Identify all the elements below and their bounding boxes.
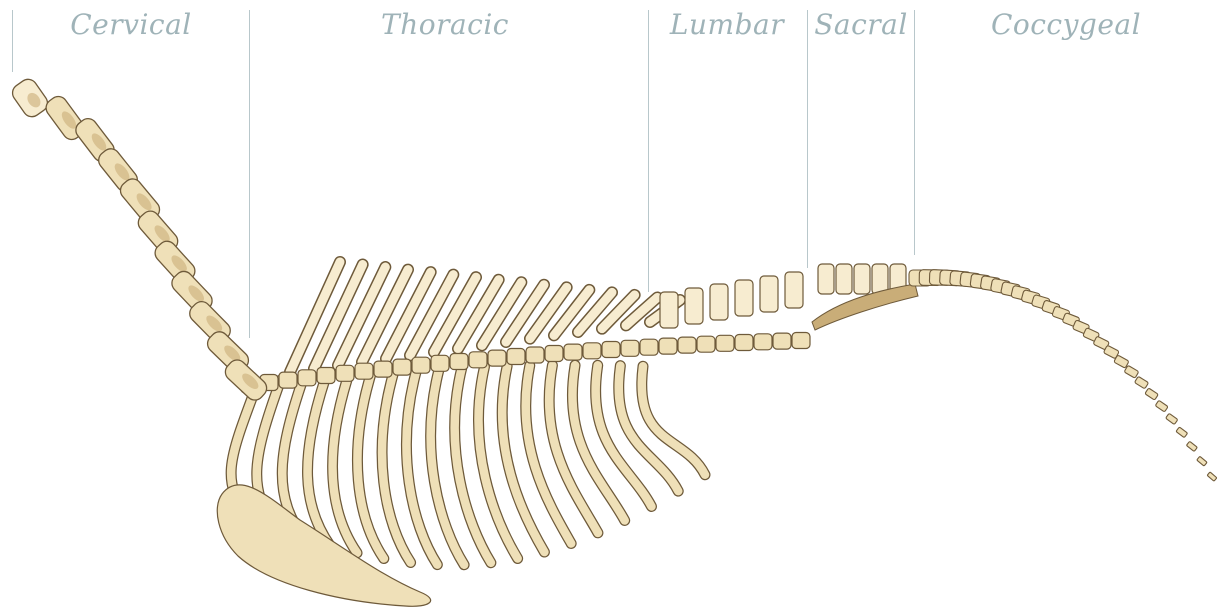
vertebra: [583, 343, 601, 359]
vertebra: [564, 344, 582, 360]
vertebra: [678, 337, 696, 353]
vertebra: [431, 355, 449, 371]
vertebra: [393, 359, 411, 375]
vertebra: [659, 338, 677, 354]
tail-bone: [1145, 388, 1159, 400]
vertebra: [735, 335, 753, 351]
tail-bone: [1134, 376, 1148, 389]
tail-bone: [1155, 400, 1168, 412]
vertebra: [716, 335, 734, 351]
lumbar-process: [785, 272, 803, 308]
sacral-vertebra: [872, 264, 888, 294]
coccygeal-vertebra: [1114, 355, 1129, 368]
vertebra: [545, 346, 563, 362]
coccygeal-vertebra: [1197, 456, 1207, 466]
coccygeal-vertebra: [1155, 400, 1168, 412]
dorsal-spine: [386, 272, 431, 359]
lumbar-process: [760, 276, 778, 312]
coccygeal-vertebra: [1166, 413, 1178, 424]
coccygeal-vertebra: [1145, 388, 1159, 400]
tail-bone: [1176, 427, 1188, 438]
tail-bone: [1114, 355, 1129, 368]
sacral-vertebra: [854, 264, 870, 294]
sacral-vertebra: [818, 264, 834, 294]
vertebra: [412, 357, 430, 373]
coccygeal-vertebra: [1207, 472, 1217, 481]
coccygeal-vertebra: [1176, 427, 1188, 438]
cervical-vertebrae: [9, 76, 270, 404]
vertebra: [279, 372, 297, 388]
vertebra: [317, 368, 335, 384]
vertebra: [507, 349, 525, 365]
vertebra: [754, 334, 772, 350]
vertebra: [697, 336, 715, 352]
lumbar-process: [710, 284, 728, 320]
vertebra: [488, 350, 506, 366]
vertebra: [336, 365, 354, 381]
tail-bone: [1207, 472, 1217, 481]
vertebra: [469, 352, 487, 368]
vertebra: [298, 370, 316, 386]
vertebra: [526, 347, 544, 363]
tail-bone: [1124, 365, 1139, 378]
coccygeal-vertebra: [1186, 441, 1197, 451]
vertebra: [450, 354, 468, 370]
coccygeal-vertebrae: [909, 270, 1217, 482]
vertebra: [602, 342, 620, 358]
tail-bone: [1197, 456, 1207, 466]
vertebra: [792, 333, 810, 349]
coccygeal-vertebra: [1124, 365, 1139, 378]
tail-bone: [1186, 441, 1197, 451]
vertebra: [355, 363, 373, 379]
vertebra: [374, 361, 392, 377]
vertebra: [621, 340, 639, 356]
vertebra: [640, 339, 658, 355]
coccygeal-vertebra: [1134, 376, 1148, 389]
rib-cage: [231, 262, 705, 565]
vertebra: [773, 333, 791, 349]
lumbar-process: [735, 280, 753, 316]
tail-bone: [1166, 413, 1178, 424]
lumbar-process: [685, 288, 703, 324]
cervical-vertebra: [9, 76, 51, 120]
lumbar-process: [660, 292, 678, 328]
sacral-vertebra: [836, 264, 852, 294]
